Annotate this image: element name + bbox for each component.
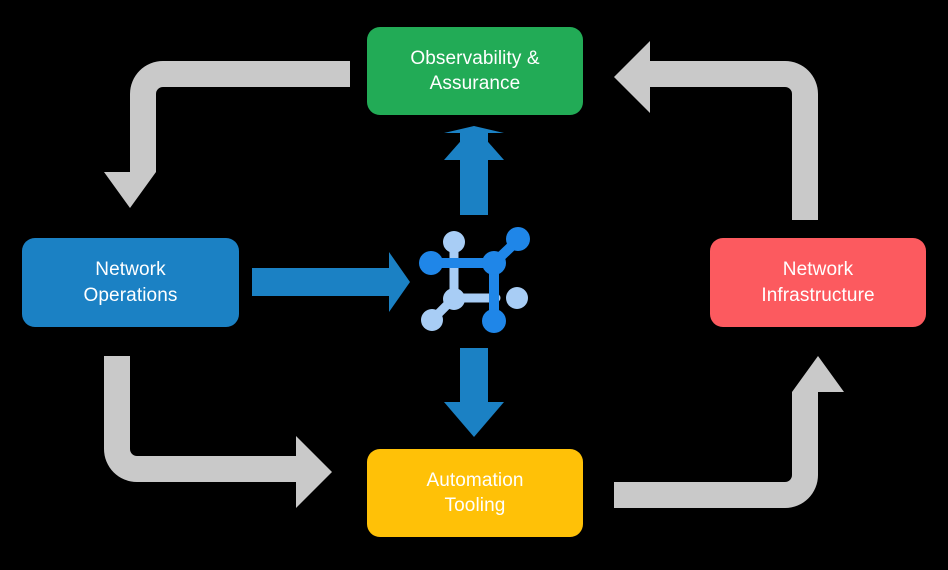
connector-center-to-observability-head	[444, 126, 504, 215]
connector-infrastructure-to-observability	[614, 41, 818, 220]
connector-center-to-automation	[444, 348, 504, 437]
node-automation-label: Automation Tooling	[426, 469, 524, 516]
network-topology-icon	[419, 227, 530, 333]
node-network-operations[interactable]: Network Operations	[22, 238, 239, 327]
topology-nodes-light	[421, 231, 528, 331]
connector-automation-to-infrastructure	[614, 356, 844, 508]
node-network-infrastructure[interactable]: Network Infrastructure	[710, 238, 926, 327]
node-operations-label: Network Operations	[83, 259, 178, 306]
node-infrastructure-label: Network Infrastructure	[761, 259, 875, 306]
connector-observability-to-operations	[104, 61, 350, 208]
node-observability-label: Observability & Assurance	[410, 47, 540, 94]
node-automation-tooling[interactable]: Automation Tooling	[367, 449, 583, 537]
connector-operations-to-automation	[104, 356, 332, 508]
connector-operations-to-center	[252, 252, 410, 312]
topology-nodes-dark	[419, 227, 530, 333]
node-observability-assurance[interactable]: Observability & Assurance	[367, 27, 583, 115]
